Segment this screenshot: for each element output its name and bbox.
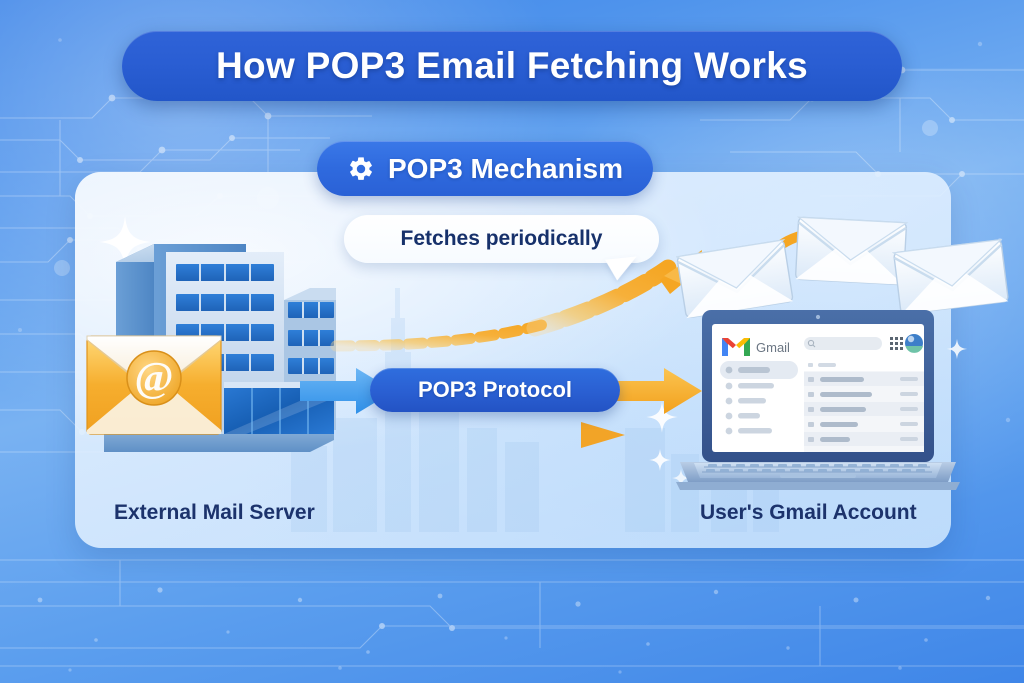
sparkle-icon [946,338,968,360]
caption-external-mail-server: External Mail Server [114,501,315,524]
inbox-row [804,358,924,371]
protocol-label: POP3 Protocol [417,377,573,402]
inbox-row [804,417,924,431]
white-envelope-icon [676,239,794,319]
search-icon [807,339,816,348]
protocol-pill: POP3 Protocol [370,368,620,412]
white-envelope-icon [892,238,1009,315]
sidebar-item [725,427,772,435]
blue-arrow-icon [300,368,394,414]
page-title: How POP3 Email Fetching Works [216,45,808,86]
inbox-row [804,387,924,401]
sparkle-icon [671,468,691,488]
mechanism-badge: POP3 Mechanism [317,141,653,196]
title-banner: How POP3 Email Fetching Works [122,31,902,101]
sidebar-item [725,382,774,390]
svg-text:Gmail: Gmail [756,340,790,355]
callout-bubble: Fetches periodically [344,215,659,263]
gear-icon [350,156,372,180]
straight-dashed-arrow-icon [345,422,625,448]
caption-user-gmail-account: User's Gmail Account [700,501,917,524]
mechanism-badge-label: POP3 Mechanism [388,152,623,184]
inbox-row [804,372,924,386]
curved-dashed-arrow-icon [330,250,702,352]
laptop-device: Gmail [676,310,960,490]
sidebar-item [725,397,766,405]
svg-text:@: @ [134,355,173,401]
sidebar-item [725,366,770,374]
inbox-row [804,402,924,416]
sparkle-icon [648,448,672,472]
gmail-m-logo-icon [722,338,750,356]
inbox-row [804,432,924,446]
sparkle-icon [646,401,678,433]
orange-arrow-icon [608,368,702,414]
avatar-icon [905,334,923,353]
white-envelope-icon [795,216,909,286]
sidebar-item [725,412,760,420]
at-envelope-icon: @ [86,335,222,435]
callout-text: Fetches periodically [400,227,603,250]
grid-apps-icon [890,337,903,350]
sparkle-icon [99,216,151,268]
